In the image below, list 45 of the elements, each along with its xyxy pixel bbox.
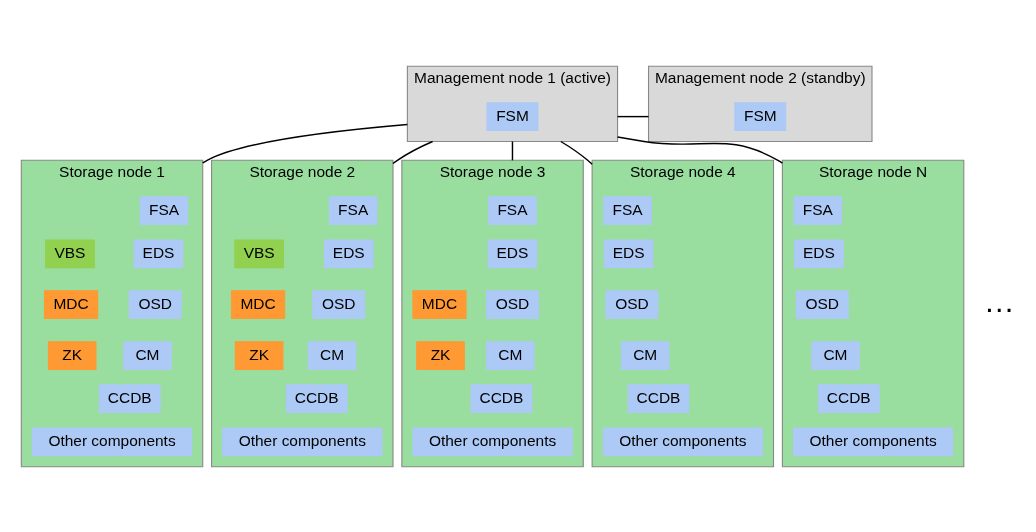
node-box: CM (485, 340, 535, 370)
node-box: MDC (44, 289, 99, 319)
node-box: MDC (230, 289, 286, 319)
node-box: CCDB (817, 383, 880, 413)
node-box: ZK (47, 340, 97, 370)
node-box: EDS (133, 238, 184, 268)
node-box: CCDB (285, 383, 348, 413)
node-box: FSM (486, 101, 539, 131)
node-box: Other components (602, 426, 764, 456)
node-box: VBS (45, 238, 95, 268)
node-box: CM (811, 340, 860, 370)
node-box: CM (307, 340, 357, 370)
node-box: FSM (734, 101, 787, 131)
node-box: CM (123, 340, 172, 370)
node-box: CCDB (470, 383, 533, 413)
node-box: Other components (792, 426, 954, 456)
node-box: FSA (793, 195, 843, 225)
node-box: OSD (795, 289, 849, 319)
node-box: FSA (139, 195, 189, 225)
node-box: FSA (488, 195, 537, 225)
node-box: OSD (485, 289, 540, 319)
node-box: VBS (234, 238, 285, 268)
label: … (983, 283, 1015, 319)
node-box: OSD (312, 289, 366, 319)
node-box: EDS (487, 238, 538, 268)
node-box: OSD (128, 289, 182, 319)
node-box: Other components (31, 426, 193, 456)
node-box: OSD (605, 289, 659, 319)
node-box: FSA (328, 195, 378, 225)
connector (616, 135, 784, 164)
node-box: EDS (794, 238, 844, 268)
node-box: CCDB (627, 383, 690, 413)
node-box: CM (620, 340, 670, 370)
node-box: Other components (222, 426, 383, 456)
node-box: CCDB (98, 383, 161, 413)
node-box: Other components (412, 426, 573, 456)
node-box: EDS (603, 238, 654, 268)
connector (616, 115, 650, 117)
node-box: MDC (412, 289, 467, 319)
node-box: ZK (416, 340, 465, 370)
node-box: ZK (234, 340, 284, 370)
connector (511, 140, 514, 161)
node-box: FSA (603, 195, 652, 225)
node-box: EDS (323, 238, 374, 268)
connector (202, 123, 409, 164)
